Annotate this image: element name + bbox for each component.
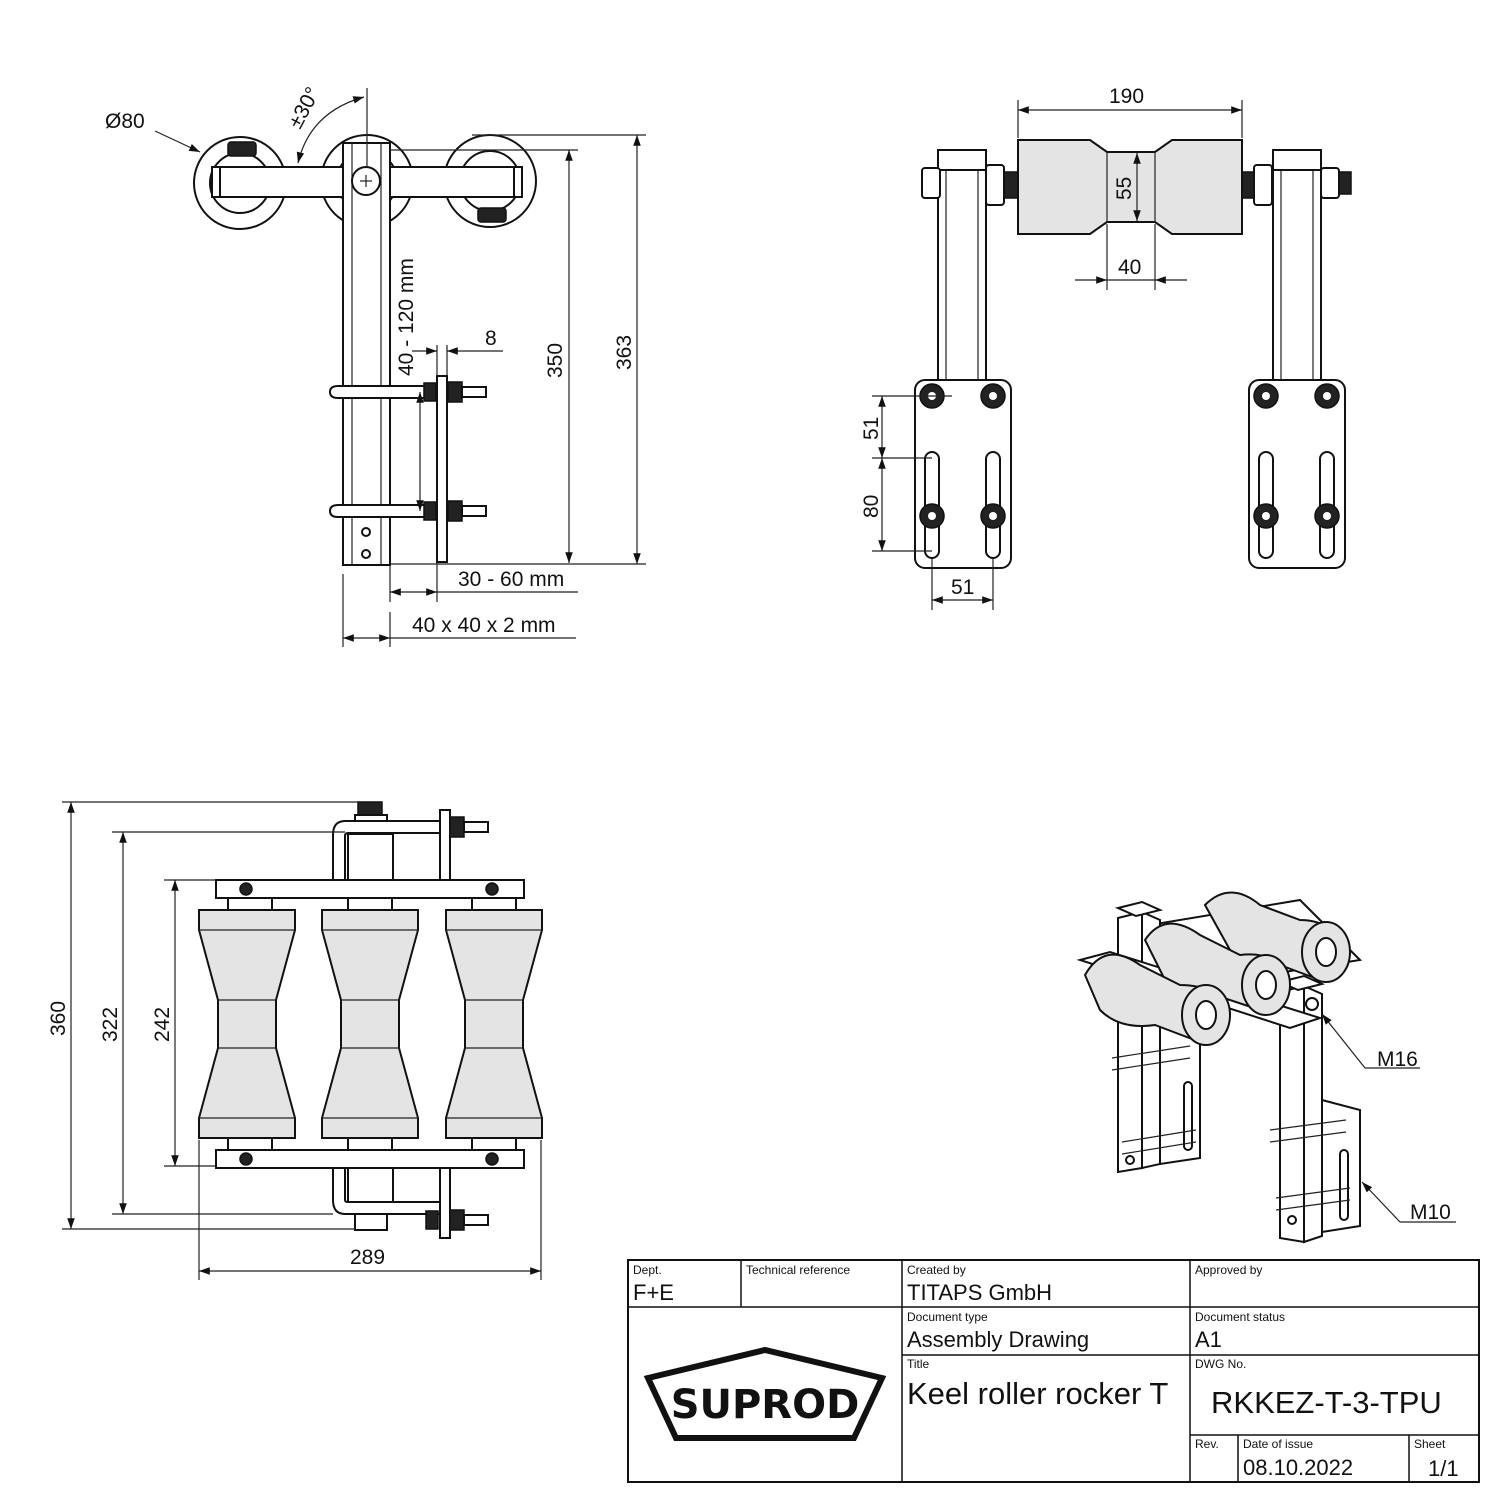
dim-hole-spacing-v2: 80 bbox=[860, 495, 883, 518]
dim-diameter: Ø80 bbox=[105, 110, 145, 133]
dim-height-363: 363 bbox=[613, 335, 636, 370]
tb-techref-label: Technical reference bbox=[746, 1263, 850, 1277]
suprod-logo: SUPROD bbox=[643, 1346, 887, 1441]
tb-doctype-label: Document type bbox=[907, 1310, 988, 1324]
isometric-view: M16 M10 bbox=[1076, 891, 1456, 1244]
tb-status-label: Document status bbox=[1195, 1310, 1285, 1324]
dim-height-350: 350 bbox=[544, 343, 567, 378]
tb-dept-value: F+E bbox=[633, 1280, 674, 1305]
dim-roller-waist: 40 bbox=[1118, 256, 1141, 279]
roller-right bbox=[445, 897, 543, 1151]
tb-dwg-value: RKKEZ-T-3-TPU bbox=[1211, 1385, 1442, 1420]
logo-text: SUPROD bbox=[671, 1382, 860, 1428]
top-view: Ø80 ±30° 40 - 120 mm 8 350 363 30 - 60 m… bbox=[105, 83, 646, 647]
tb-status-value: A1 bbox=[1195, 1327, 1222, 1352]
tb-date-value: 08.10.2022 bbox=[1243, 1455, 1353, 1480]
iso-roller-front bbox=[1083, 953, 1232, 1046]
tb-title-value: Keel roller rocker T bbox=[907, 1376, 1168, 1411]
dim-side-height-360: 360 bbox=[47, 1001, 70, 1036]
tb-rev-label: Rev. bbox=[1195, 1437, 1219, 1451]
label-m10: M10 bbox=[1410, 1201, 1451, 1224]
dim-hole-spacing-v1: 51 bbox=[860, 417, 883, 440]
dim-thickness: 8 bbox=[485, 327, 497, 350]
tb-created-label: Created by bbox=[907, 1263, 966, 1277]
dim-side-height-322: 322 bbox=[99, 1007, 122, 1042]
tb-sheet-value: 1/1 bbox=[1428, 1456, 1459, 1481]
tb-doctype-value: Assembly Drawing bbox=[907, 1327, 1089, 1352]
tb-dept-label: Dept. bbox=[633, 1263, 662, 1277]
dim-angle: ±30° bbox=[284, 83, 325, 132]
side-view: 360 322 242 289 bbox=[47, 801, 543, 1280]
dim-side-width: 289 bbox=[350, 1246, 385, 1269]
tb-date-label: Date of issue bbox=[1243, 1437, 1313, 1451]
tb-dwg-label: DWG No. bbox=[1195, 1357, 1246, 1371]
dim-clamp-opening: 30 - 60 mm bbox=[458, 568, 564, 591]
tb-approved-label: Approved by bbox=[1195, 1263, 1262, 1277]
dim-clamp-range: 40 - 120 mm bbox=[395, 258, 418, 376]
front-view: 190 55 40 51 80 51 bbox=[860, 85, 1352, 610]
tb-sheet-label: Sheet bbox=[1414, 1437, 1446, 1451]
roller-left bbox=[198, 897, 296, 1151]
dim-hole-spacing-h: 51 bbox=[951, 576, 974, 599]
dim-roller-width: 190 bbox=[1109, 85, 1144, 108]
dim-roller-diameter: 55 bbox=[1113, 177, 1136, 200]
label-m16: M16 bbox=[1377, 1048, 1418, 1071]
roller-middle bbox=[321, 897, 419, 1151]
tb-created-value: TITAPS GmbH bbox=[907, 1280, 1052, 1305]
title-block: Dept. F+E Technical reference Created by… bbox=[627, 1259, 1480, 1483]
iso-roller-back bbox=[1203, 891, 1351, 983]
dim-side-height-242: 242 bbox=[151, 1007, 174, 1042]
dim-tube-size: 40 x 40 x 2 mm bbox=[412, 614, 556, 637]
tb-title-label: Title bbox=[907, 1357, 930, 1371]
